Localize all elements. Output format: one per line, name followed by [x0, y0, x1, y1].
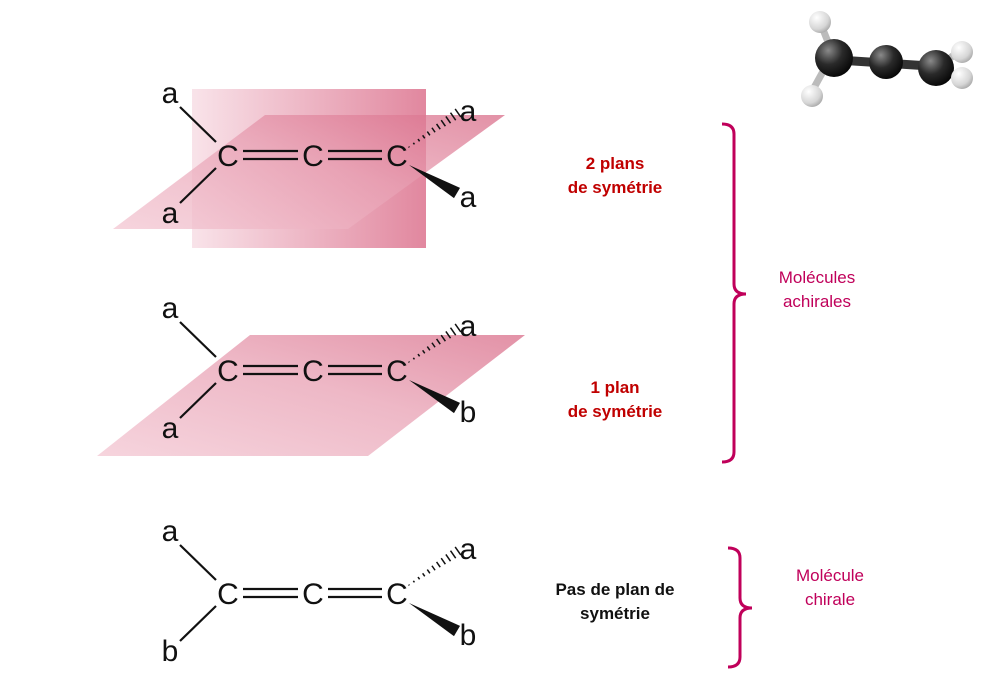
carbon-atom-3: C: [386, 578, 408, 611]
chiral-bracket: [727, 546, 753, 669]
carbon-atom-2: C: [302, 140, 324, 173]
bond-top-left: [179, 544, 217, 581]
symmetry-label-3: Pas de plan de symétrie: [555, 580, 675, 623]
substituent-bottom-left: a: [162, 197, 179, 230]
molecule-3: C C Ca b a b: [162, 515, 477, 668]
carbon-atom-1: C: [217, 578, 239, 611]
bond-top-left: [179, 321, 217, 358]
chiral-group-label: Molécule chirale: [795, 566, 865, 609]
carbon-atom-3: C: [386, 140, 408, 173]
bond-bottom-left: [179, 167, 217, 204]
hashed-wedge-bond: [408, 108, 462, 148]
substituent-top-left: a: [162, 515, 179, 548]
substituent-bottom-left: b: [162, 635, 179, 668]
hashed-wedge-bond: [408, 546, 462, 586]
substituent-bottom-right: a: [460, 181, 477, 214]
carbon-atom-2: C: [302, 355, 324, 388]
substituent-top-right: a: [460, 533, 477, 566]
solid-wedge-bond: [409, 165, 461, 199]
bond-bottom-left: [179, 382, 217, 419]
symmetry-label-1: 2 plans de symétrie: [567, 154, 663, 197]
solid-wedge-bond: [409, 603, 461, 637]
hashed-wedge-bond: [408, 323, 462, 363]
bond-top-left: [179, 106, 217, 143]
achiral-bracket: [721, 122, 747, 464]
carbon-atom-2: C: [302, 578, 324, 611]
carbon-atom-1: C: [217, 140, 239, 173]
allene-ball-and-stick-icon: [801, 11, 973, 107]
carbon-atom-1: C: [217, 355, 239, 388]
substituent-bottom-right: b: [460, 396, 477, 429]
molecule-2: C C Ca a a b: [97, 292, 525, 456]
solid-wedge-bond: [409, 380, 461, 414]
substituent-bottom-left: a: [162, 412, 179, 445]
substituent-top-left: a: [162, 77, 179, 110]
molecule-1: C C Ca a a a: [113, 77, 505, 248]
bond-bottom-left: [179, 605, 217, 642]
carbon-atom-3: C: [386, 355, 408, 388]
substituent-bottom-right: b: [460, 619, 477, 652]
horizontal-symmetry-plane: [113, 115, 505, 229]
substituent-top-left: a: [162, 292, 179, 325]
substituent-top-right: a: [460, 310, 477, 343]
symmetry-plane: [97, 335, 525, 456]
achiral-group-label: Molécules achirales: [778, 268, 856, 311]
substituent-top-right: a: [460, 95, 477, 128]
symmetry-label-2: 1 plan de symétrie: [567, 378, 663, 421]
